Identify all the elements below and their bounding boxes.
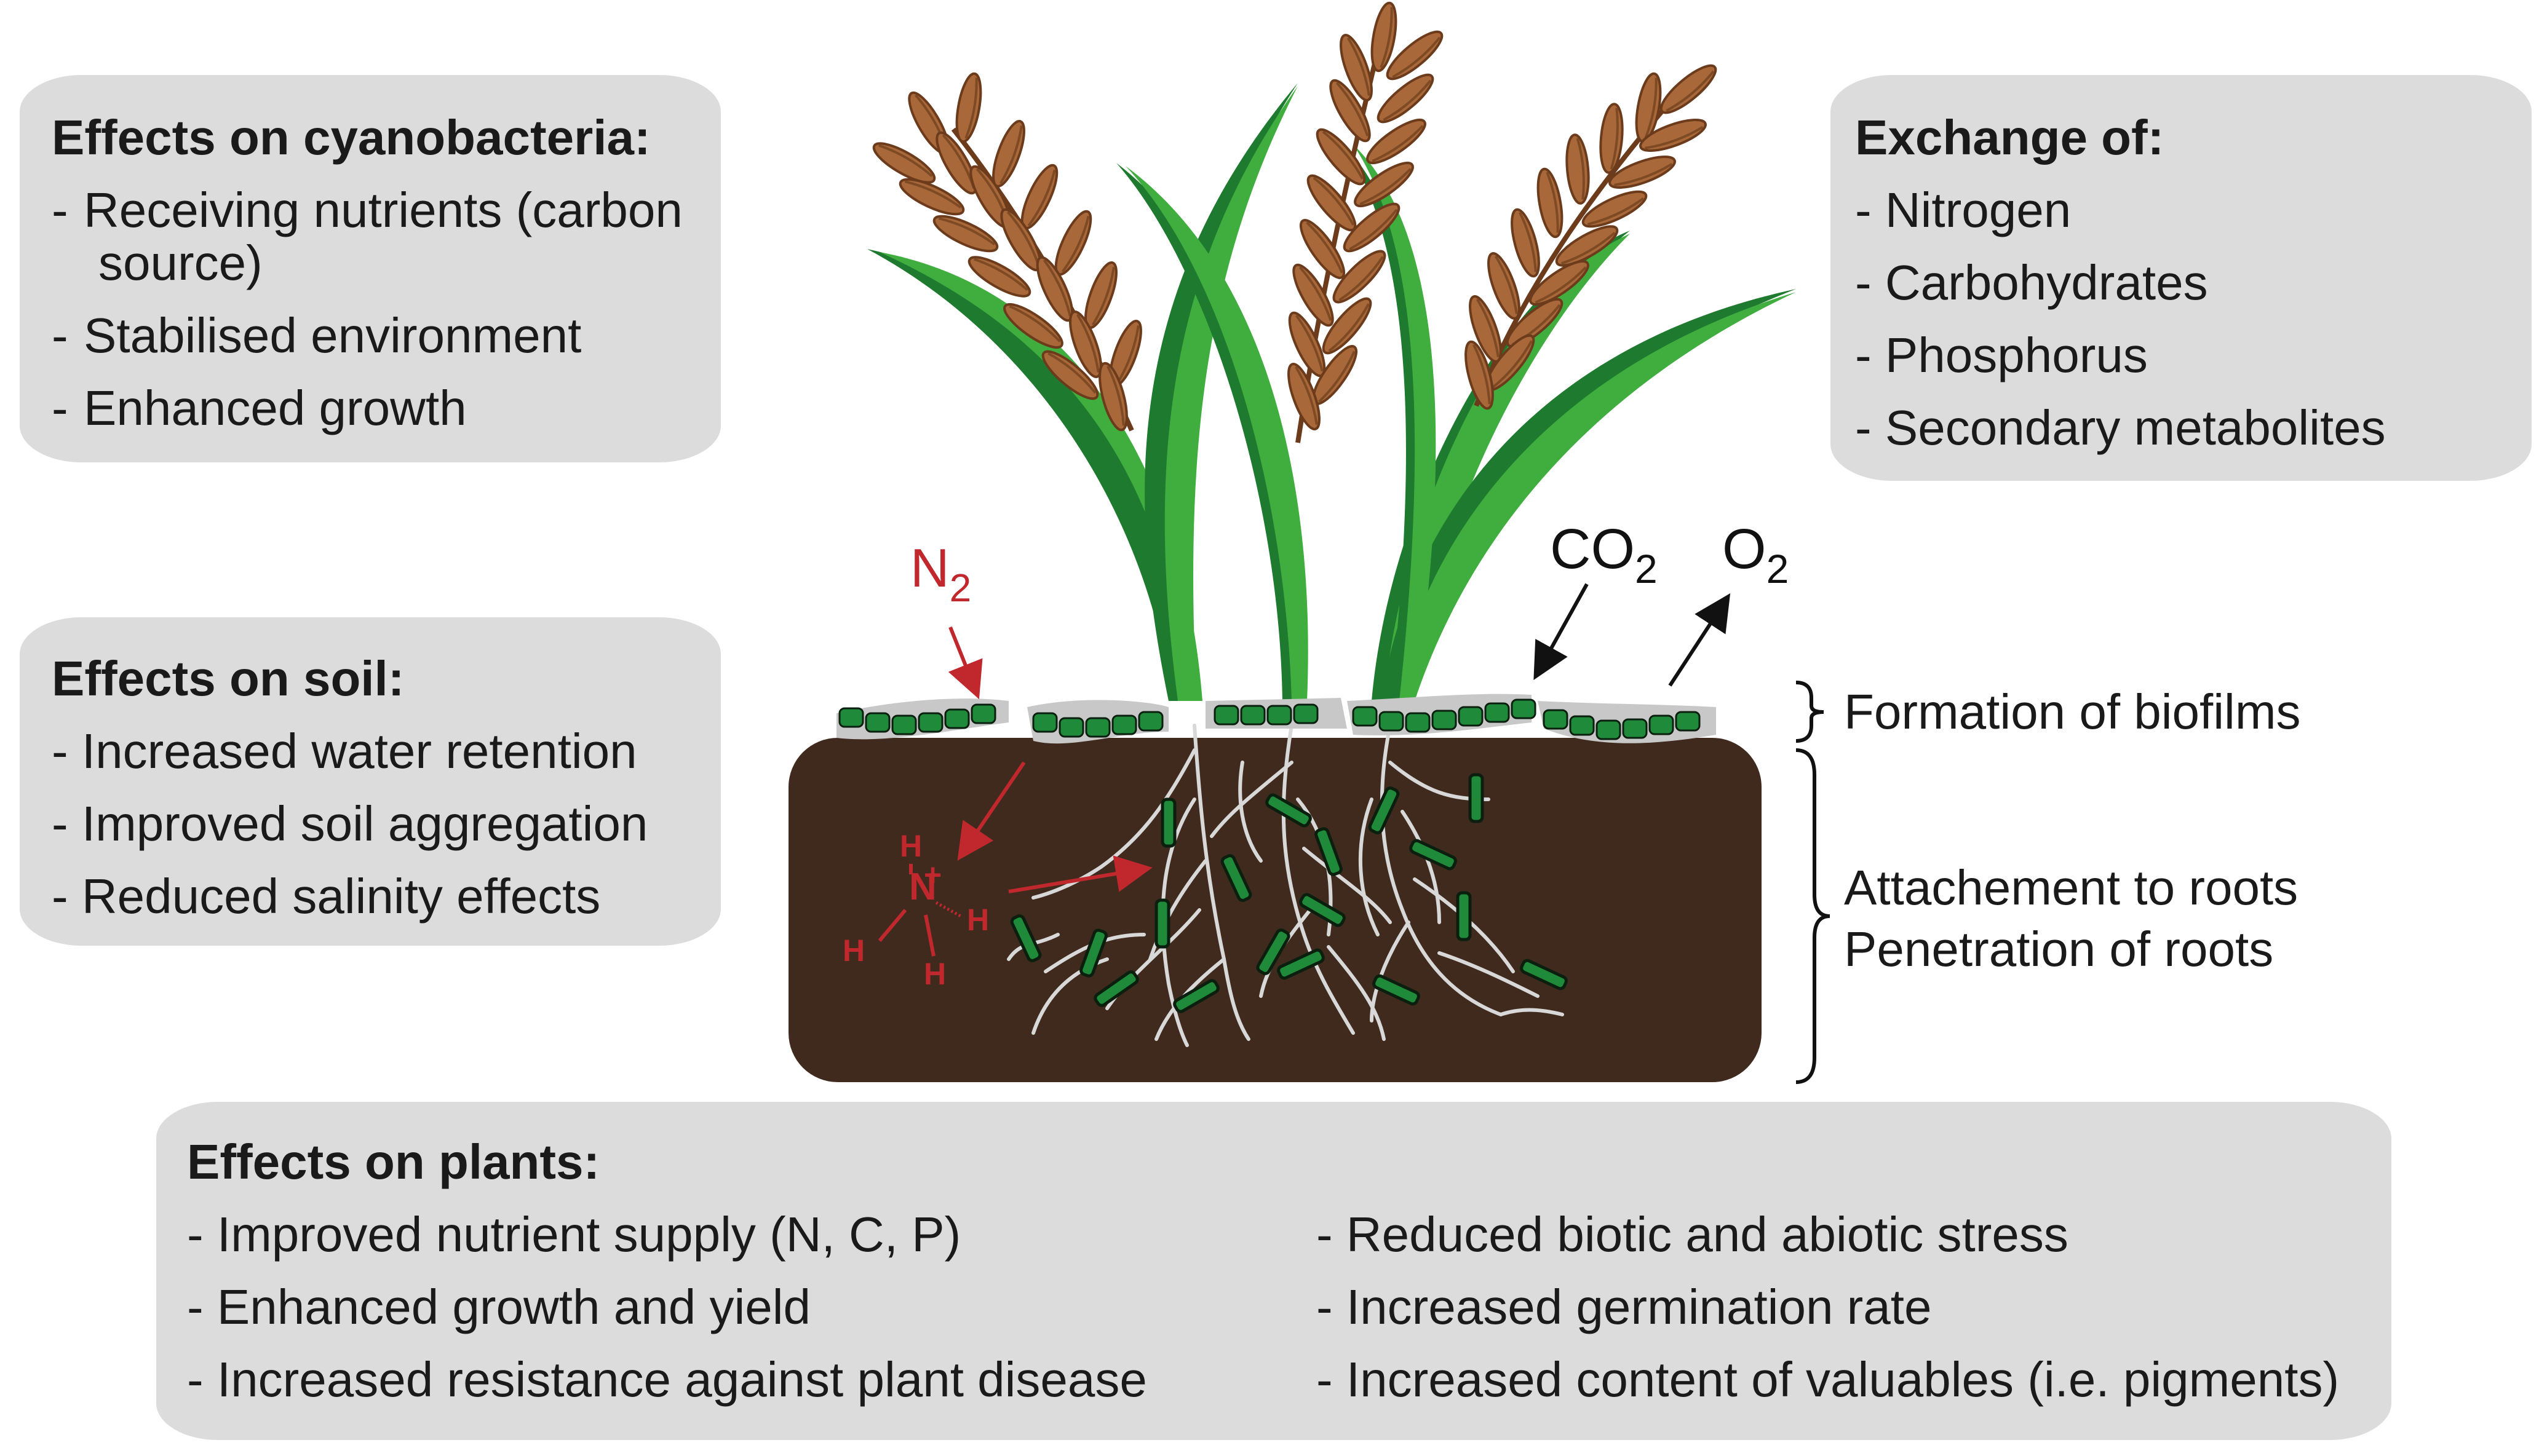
list-item: - Stabilised environment [52, 308, 582, 363]
list-item: - Increased germination rate [1316, 1280, 1932, 1334]
plant-effects-left-list: - Improved nutrient supply (N, C, P) - E… [187, 1187, 1316, 1404]
plants-box-title: Effects on plants: [187, 1134, 600, 1189]
list-item: - Reduced salinity effects [52, 869, 601, 924]
n2-arrow [948, 626, 983, 700]
ammonium-arrow [957, 761, 1026, 861]
list-item: - Improved soil aggregation [52, 796, 648, 851]
biofilm-brace [1795, 681, 1824, 743]
roots-brace [1795, 748, 1830, 1084]
list-item: - Receiving nutrients (carbon source) [52, 183, 683, 290]
roots-attachment-label: Attachement to roots [1844, 860, 2299, 915]
ammonium-h-bottom: H [924, 957, 946, 991]
soil-effects-list: - Increased water retention - Improved s… [52, 727, 721, 921]
ammonium-molecule: H N + H H H [843, 829, 989, 991]
plant-effects-right-list: - Reduced biotic and abiotic stress - In… [1316, 1187, 2339, 1404]
co2-arrow [1533, 583, 1589, 680]
ammonium-h-right: H [967, 903, 989, 937]
ammonium-h-top: H [900, 829, 922, 863]
cyanobacteria-box-title: Effects on cyanobacteria: [52, 110, 651, 165]
root-cyanobacteria [1010, 773, 1568, 1013]
plant-effects-columns: - Improved nutrient supply (N, C, P) - E… [187, 1187, 2391, 1404]
list-item: - Increased water retention [52, 724, 637, 778]
soil-block [789, 738, 1762, 1082]
biofilm-label: Formation of biofilms [1844, 684, 2301, 739]
soil-box-title: Effects on soil: [52, 651, 405, 706]
list-item: - Carbohydrates [1855, 255, 2208, 310]
co2-label: CO2 [1550, 518, 1658, 592]
list-item: - Nitrogen [1855, 183, 2072, 237]
uptake-arrow [1008, 855, 1153, 893]
ammonium-h-left: H [843, 933, 865, 968]
rice-leaves [867, 83, 1796, 701]
n2-label: N2 [910, 537, 971, 610]
rice-panicle-left [868, 70, 1149, 434]
o2-arrow [1668, 593, 1731, 687]
list-item: - Improved nutrient supply (N, C, P) [187, 1207, 961, 1262]
list-item: - Secondary metabolites [1855, 400, 2386, 455]
roots-penetration-label: Penetration of roots [1844, 922, 2274, 976]
list-item: - Enhanced growth [52, 381, 467, 435]
ammonium-n: N [909, 866, 937, 908]
list-item: - Reduced biotic and abiotic stress [1316, 1207, 2068, 1262]
cyanobacteria-effects-box: Effects on cyanobacteria: - Receiving nu… [20, 75, 721, 462]
rice-panicle-middle [1281, 0, 1449, 443]
soil-effects-box: Effects on soil: - Increased water reten… [20, 617, 721, 946]
cyanobacteria-effects-list: - Receiving nutrients (carbon source) - … [52, 186, 721, 433]
exchange-box: Exchange of: - Nitrogen - Carbohydrates … [1830, 75, 2532, 481]
exchange-list: - Nitrogen - Carbohydrates - Phosphorus … [1855, 186, 2532, 453]
ammonium-plus: + [924, 858, 942, 892]
rice-panicle-right [1459, 57, 1723, 413]
exchange-box-title: Exchange of: [1855, 110, 2164, 165]
o2-label: O2 [1722, 518, 1789, 592]
list-item: - Enhanced growth and yield [187, 1280, 811, 1334]
biofilm-cyanobacteria [838, 698, 1701, 740]
list-item: - Increased content of valuables (i.e. p… [1316, 1352, 2340, 1407]
list-item: - Increased resistance against plant dis… [187, 1352, 1147, 1407]
list-item: - Phosphorus [1855, 328, 2148, 382]
plant-effects-box: Effects on plants: - Improved nutrient s… [156, 1102, 2391, 1440]
